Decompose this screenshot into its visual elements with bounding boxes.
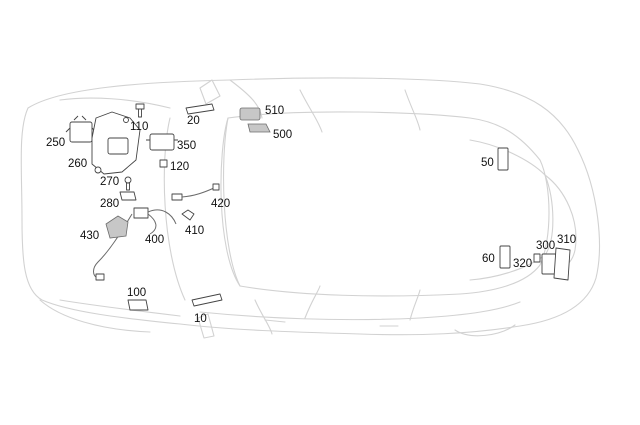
- part-260-mounting-frame: [91, 111, 141, 175]
- callout-400: 400: [145, 234, 164, 246]
- part-270-screw: [124, 176, 132, 191]
- callout-110: 110: [130, 121, 148, 133]
- part-320-plug: [533, 253, 541, 263]
- part-60-rear-sensor: [499, 245, 511, 269]
- door-handle-front: [264, 319, 286, 323]
- part-420-sensor-cable: [171, 183, 220, 201]
- part-300-module: [541, 253, 557, 275]
- vehicle-outline: [20, 77, 600, 339]
- part-20-door-handle-sensor: [185, 103, 215, 115]
- left-mirror: [199, 79, 221, 105]
- callout-260: 260: [68, 158, 87, 170]
- callout-500: 500: [273, 129, 292, 141]
- part-110-bolt: [135, 103, 145, 118]
- part-120-clip: [159, 159, 168, 168]
- part-310-control-unit: [553, 247, 571, 281]
- callout-420: 420: [211, 198, 230, 210]
- callout-310: 310: [557, 234, 576, 246]
- part-50-rear-sensor: [497, 147, 509, 171]
- callout-50: 50: [481, 157, 494, 169]
- rear-wheel-arch: [454, 324, 516, 337]
- right-mirror: [197, 313, 215, 339]
- callout-270: 270: [100, 176, 119, 188]
- callout-410: 410: [185, 225, 204, 237]
- callout-250: 250: [46, 137, 65, 149]
- rear-window: [469, 139, 554, 281]
- front-wheel-arch: [39, 299, 151, 333]
- body-outline: [20, 77, 600, 336]
- part-430-cover: [105, 215, 129, 239]
- callout-100: 100: [127, 287, 146, 299]
- part-280-bracket: [119, 191, 137, 201]
- part-500-pad: [247, 123, 271, 133]
- door-line-bottom: [254, 285, 421, 335]
- callout-20: 20: [187, 115, 200, 127]
- part-510-pad: [239, 107, 261, 121]
- callout-350: 350: [177, 140, 196, 152]
- callout-320: 320: [513, 258, 532, 270]
- callout-60: 60: [482, 253, 495, 265]
- part-10-door-handle-sensor: [191, 293, 223, 307]
- part-100-module: [127, 299, 149, 311]
- callout-10: 10: [194, 313, 207, 325]
- callout-labels: 10 20 50 60 100 110 120 250 260 270 280 …: [46, 105, 576, 325]
- callout-300: 300: [536, 240, 555, 252]
- part-350-control-unit: [146, 133, 178, 151]
- part-410-clip: [181, 209, 195, 221]
- front-hood-line: [59, 97, 181, 317]
- callout-510: 510: [265, 105, 284, 117]
- door-line-top: [229, 79, 421, 133]
- part-250-module: [65, 115, 97, 143]
- callout-280: 280: [100, 198, 119, 210]
- callout-430: 430: [80, 230, 99, 242]
- callout-120: 120: [170, 161, 189, 173]
- sill-line: [199, 301, 521, 321]
